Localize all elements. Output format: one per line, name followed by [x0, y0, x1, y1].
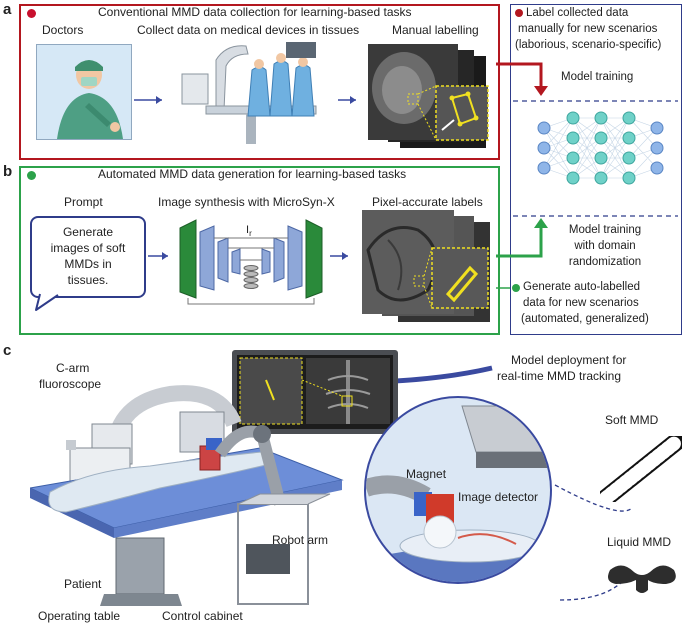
label-data-line2: manually for new scenarios [518, 23, 658, 35]
magnet-label: Magnet [406, 467, 447, 481]
manual-label: Manual labelling [392, 23, 479, 37]
operating-table-label: Operating table [38, 609, 121, 623]
prompt-label: Prompt [64, 195, 103, 209]
panel-a-title: Conventional MMD data collection for lea… [98, 5, 412, 19]
generate-line3: (automated, generalized) [521, 313, 649, 325]
image-detector-label: Image detector [458, 490, 539, 504]
synthesis-label: Image synthesis with MicroSyn-X [158, 195, 335, 209]
prompt-text-3: MMDs in [64, 257, 112, 271]
right-column-box [510, 4, 682, 335]
liquid-mmd-label: Liquid MMD [607, 535, 672, 549]
liquid-mmd-icon [604, 556, 680, 596]
operating-room-illustration [176, 40, 340, 150]
control-cabinet-label: Control cabinet [162, 609, 243, 623]
model-training-label: Model training [561, 71, 634, 83]
panel-b-box [19, 166, 500, 335]
red-dot-icon [27, 9, 36, 18]
deployment-line2: real-time MMD tracking [497, 369, 622, 383]
patient-label: Patient [64, 577, 102, 591]
pixel-label: Pixel-accurate labels [372, 195, 483, 209]
model-training-dr-line3: randomization [568, 256, 642, 268]
manual-labelling-images [364, 42, 494, 154]
doctor-illustration [36, 44, 132, 140]
collect-label: Collect data on medical devices in tissu… [137, 23, 360, 37]
prompt-text-1: Generate [62, 225, 114, 239]
red-small-dot-icon [515, 9, 523, 17]
panel-b-letter: b [3, 163, 13, 180]
prompt-text-4: tissues. [67, 273, 109, 287]
c-arm-line1: C-arm [56, 361, 90, 375]
operating-room-scene [30, 384, 360, 614]
pixel-accurate-images [358, 210, 494, 326]
soft-mmd-label: Soft MMD [605, 413, 659, 427]
soft-mmd-icon [600, 436, 682, 502]
model-training-dr-line1: Model training [568, 224, 642, 236]
prompt-bubble: Generate images of soft MMDs in tissues. [30, 216, 146, 298]
green-small-dot-icon [512, 284, 520, 292]
closeup-inset [364, 396, 552, 584]
panel-b-title: Automated MMD data generation for learni… [98, 167, 407, 181]
prompt-text-2: images of soft [50, 241, 126, 255]
c-arm-line2: fluoroscope [39, 377, 102, 391]
panel-a-letter: a [3, 1, 12, 18]
robot-arm-label: Robot arm [272, 533, 329, 547]
synthesis-network [176, 212, 326, 306]
model-training-dr-line2: with domain [574, 240, 636, 252]
doctors-label: Doctors [42, 23, 84, 37]
synthesis-i-label: Ir [246, 224, 252, 239]
green-dot-icon [27, 171, 36, 180]
label-data-line1: Label collected data [526, 7, 629, 19]
panel-c-letter: c [3, 342, 12, 359]
generate-line2: data for new scenarios [523, 297, 639, 309]
generate-line1: Generate auto-labelled [523, 281, 640, 293]
monitor [232, 350, 398, 434]
label-data-line3: (laborious, scenario-specific) [515, 39, 662, 51]
deployment-line1: Model deployment for [511, 353, 627, 367]
